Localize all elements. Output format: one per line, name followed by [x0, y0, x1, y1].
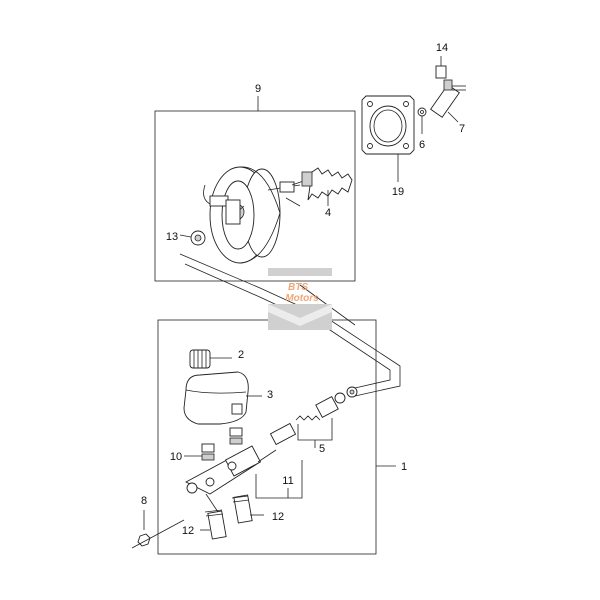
bracket-11 — [255, 460, 303, 499]
callout-9: 9 — [255, 83, 261, 95]
pushrod-boot — [291, 167, 353, 201]
reservoir-cap — [189, 349, 232, 369]
callout-6: 6 — [419, 139, 425, 151]
callout-7: 7 — [459, 123, 465, 135]
callout-13: 13 — [166, 231, 178, 243]
callout-12-right: 12 — [272, 511, 284, 523]
callout-2: 2 — [238, 349, 244, 361]
grommet — [179, 230, 206, 246]
piston-kit — [269, 386, 358, 446]
callout-4: 4 — [325, 207, 331, 219]
callout-19: 19 — [392, 186, 404, 198]
centerline — [131, 519, 185, 549]
bleeder-connector — [205, 493, 219, 513]
clevis-pin — [430, 79, 466, 118]
master-cylinder-body — [185, 445, 277, 495]
reservoir-grommet-right — [229, 427, 243, 445]
washer — [417, 107, 427, 134]
leader-7 — [447, 111, 459, 123]
callout-12-left: 12 — [182, 525, 194, 537]
reservoir-grommet-left — [184, 443, 215, 461]
booster-group-frame — [154, 110, 356, 282]
gasket-plate — [361, 95, 415, 155]
callout-11: 11 — [282, 475, 293, 487]
callout-5: 5 — [319, 443, 325, 455]
routing-line-b — [184, 263, 391, 389]
watermark-line1: BTS — [288, 282, 308, 293]
callout-10: 10 — [170, 451, 182, 463]
watermark: BTS Motors — [268, 268, 332, 330]
watermark-line2: Motors — [285, 293, 319, 304]
callout-14: 14 — [436, 42, 448, 54]
master-cylinder-group-frame — [157, 319, 377, 555]
retaining-clip — [435, 56, 447, 79]
bracket-5 — [297, 418, 333, 441]
callout-1: 1 — [401, 461, 407, 473]
bleeder-left — [200, 509, 227, 540]
callout-8: 8 — [141, 495, 147, 507]
bleeder-right — [231, 494, 264, 524]
mounting-nut — [137, 510, 151, 547]
fluid-reservoir — [183, 371, 262, 425]
routing-line-a — [179, 253, 401, 397]
brake-booster — [203, 166, 301, 264]
callout-3: 3 — [267, 389, 273, 401]
